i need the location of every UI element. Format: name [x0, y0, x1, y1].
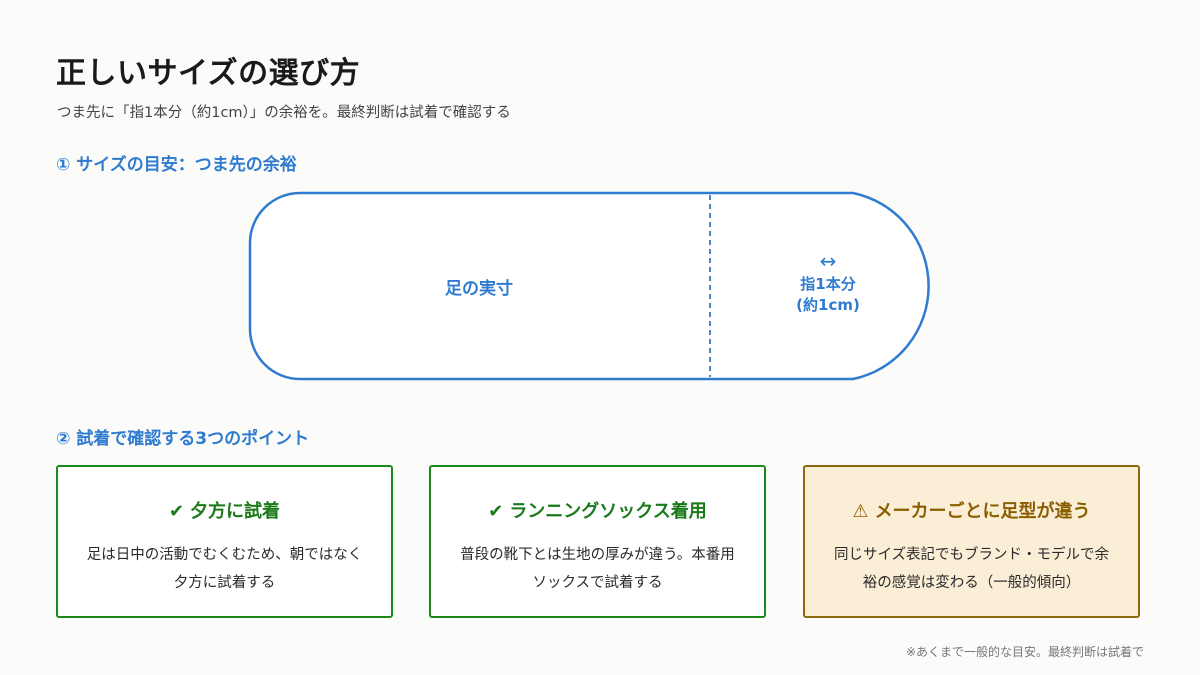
fitting-point-cards: ✔夕方に試着 足は日中の活動でむくむため、朝ではなく夕方に試着する ✔ランニング… [56, 465, 1144, 622]
card-title-text: 夕方に試着 [190, 501, 281, 522]
card-brand-last-difference: ⚠メーカーごとに足型が違う 同じサイズ表記でもブランド・モデルで余裕の感覚は変わ… [803, 465, 1140, 618]
toe-margin-label: ↔ 指1本分 (約1cm) [710, 248, 946, 316]
card-running-socks: ✔ランニングソックス着用 普段の靴下とは生地の厚みが違う。本番用ソックスで試着す… [429, 465, 766, 618]
card-title-text: メーカーごとに足型が違う [874, 501, 1091, 522]
foot-outline [248, 191, 930, 381]
toe-margin-line-2: (約1cm) [796, 296, 860, 314]
check-icon: ✔ [488, 501, 504, 522]
card-title: ✔夕方に試着 [58, 497, 391, 523]
card-evening-fitting: ✔夕方に試着 足は日中の活動でむくむため、朝ではなく夕方に試着する [56, 465, 393, 618]
section-heading-size-guide: ① サイズの目安：つま先の余裕 [56, 155, 297, 175]
double-arrow-icon: ↔ [819, 249, 837, 273]
footnote: ※あくまで一般的な目安。最終判断は試着で [905, 645, 1144, 659]
page-title: 正しいサイズの選び方 [56, 56, 361, 91]
card-body: 普段の靴下とは生地の厚みが違う。本番用ソックスで試着する [460, 547, 735, 591]
toe-margin-line-1: 指1本分 [800, 275, 856, 293]
page-subtitle: つま先に「指1本分（約1cm）」の余裕を。最終判断は試着で確認する [57, 105, 511, 121]
foot-outline-svg [248, 191, 930, 381]
section-heading-fitting-points: ② 試着で確認する3つのポイント [56, 429, 310, 449]
card-body: 足は日中の活動でむくむため、朝ではなく夕方に試着する [86, 547, 363, 591]
warning-icon: ⚠ [852, 501, 869, 522]
card-body: 同じサイズ表記でもブランド・モデルで余裕の感覚は変わる（一般的傾向） [833, 547, 1110, 591]
check-icon: ✔ [168, 501, 185, 522]
card-title: ⚠メーカーごとに足型が違う [805, 497, 1138, 523]
foot-length-label: 足の実寸 [445, 279, 513, 299]
card-title: ✔ランニングソックス着用 [431, 497, 764, 523]
card-title-text: ランニングソックス着用 [509, 501, 707, 522]
foot-size-diagram: 足の実寸 ↔ 指1本分 (約1cm) [248, 190, 953, 385]
